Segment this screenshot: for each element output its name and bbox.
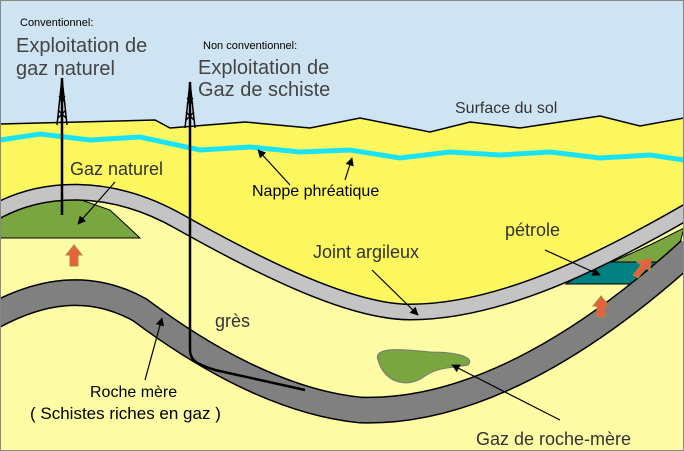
natural-gas-label: Gaz naturel: [70, 159, 163, 179]
source-rock-gas-label: Gaz de roche-mère: [476, 429, 631, 449]
sandstone-label: grès: [215, 311, 250, 331]
source-rock-fill: [0, 241, 684, 423]
source-rock-gas-pocket: [377, 349, 471, 384]
leader-arrows: [77, 149, 601, 421]
source-rock-sublabel: ( Schistes riches en gaz ): [30, 404, 221, 423]
up-arrow-icon: [64, 244, 84, 267]
shale-gas-derrick-icon: [184, 81, 306, 392]
conventional-derrick-icon: [56, 77, 68, 215]
up-arrow-icon: [591, 295, 611, 318]
clay-joint-label: Joint argileux: [313, 242, 419, 262]
conventional-title-line1: Exploitation de: [16, 35, 147, 57]
water-table: [0, 131, 684, 163]
water-table-label: Nappe phréatique: [252, 183, 379, 200]
oil-label: pétrole: [505, 220, 560, 240]
conventional-caption: Conventionnel:: [20, 17, 93, 29]
clay-joint-fill: [0, 185, 684, 320]
unconventional-caption: Non conventionnel:: [203, 40, 297, 52]
unconventional-title-line1: Exploitation de: [198, 57, 329, 79]
surface-label: Surface du sol: [455, 100, 557, 117]
source-rock-label: Roche mère: [90, 384, 177, 401]
unconventional-title-line2: Gaz de schiste: [198, 79, 330, 101]
up-arrow-icon: [632, 257, 652, 279]
conventional-title-line2: gaz naturel: [16, 58, 115, 80]
